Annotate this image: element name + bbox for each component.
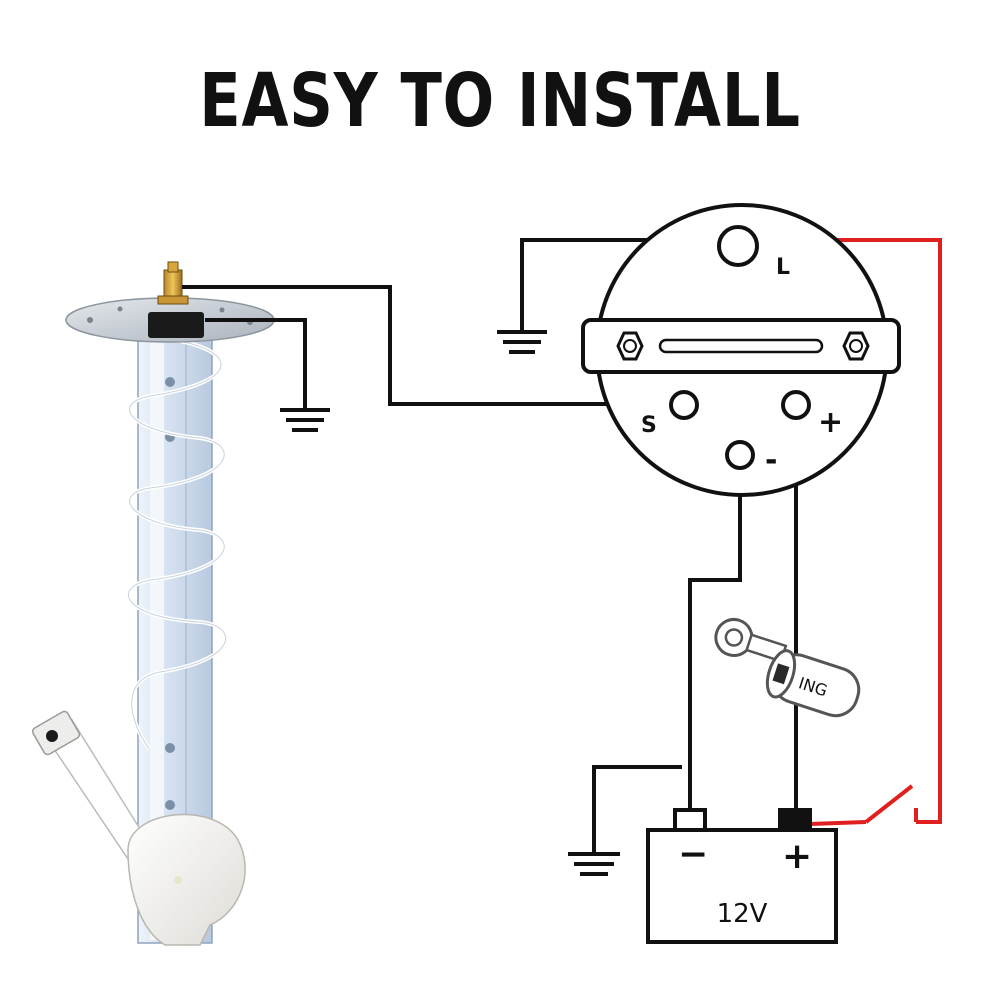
- terminal-minus-label: -: [765, 443, 777, 478]
- sender-ground-wire: [205, 318, 307, 410]
- battery-plus-label: +: [782, 836, 812, 877]
- terminal-S: [669, 390, 699, 420]
- battery-minus-label: −: [678, 834, 708, 875]
- ignition-switch: ING: [714, 617, 861, 718]
- ground-symbol-gauge: [497, 330, 547, 354]
- fuel-level-sender: [31, 261, 275, 946]
- battery: − + 12V: [646, 808, 838, 944]
- gauge: L S + -: [581, 203, 901, 497]
- ground-symbol-sender: [280, 408, 330, 432]
- terminal-plus-label: +: [818, 405, 843, 440]
- battery-voltage: 12V: [717, 899, 768, 929]
- battery-ground-wire: [592, 765, 682, 852]
- battery-terminal-negative: [673, 808, 707, 832]
- terminal-S-label: S: [641, 413, 657, 438]
- light-switch: [809, 784, 918, 826]
- terminal-L-label: L: [776, 255, 790, 280]
- bracket-nut-right: [842, 331, 870, 361]
- battery-body: [646, 828, 838, 944]
- sender-float: [127, 813, 246, 946]
- light-wire: [758, 238, 942, 824]
- key-icon: [714, 617, 788, 663]
- battery-terminal-positive: [778, 808, 812, 832]
- signal-wire: [182, 285, 671, 406]
- ground-symbol-battery: [568, 852, 620, 876]
- negative-wire: [688, 468, 742, 808]
- headline: EASY TO INSTALL: [199, 58, 801, 144]
- bracket-nut-left: [616, 331, 644, 361]
- terminal-L: [717, 225, 759, 267]
- terminal-plus: [781, 390, 811, 420]
- terminal-minus: [725, 440, 755, 470]
